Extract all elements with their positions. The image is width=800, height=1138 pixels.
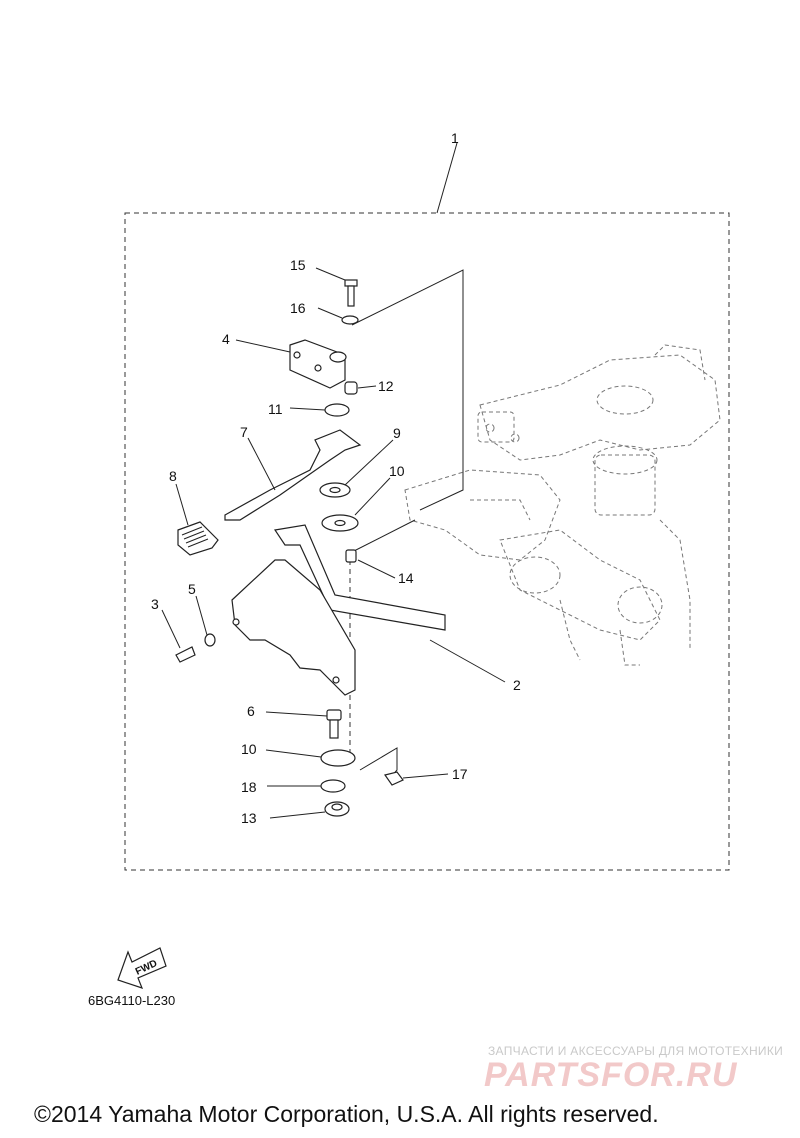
callout-6: 6 — [247, 703, 255, 719]
routing-lines — [349, 142, 464, 779]
callout-8: 8 — [169, 468, 177, 484]
bracket-part-4 — [289, 339, 347, 389]
callout-2: 2 — [513, 677, 521, 693]
pad-part-8 — [177, 521, 219, 556]
fwd-arrow-icon: FWD — [117, 947, 167, 989]
assembly-boundary — [124, 212, 730, 871]
callout-10-upper: 10 — [389, 463, 405, 479]
callout-17: 17 — [452, 766, 468, 782]
callout-labels: 1 2 3 4 5 6 7 8 9 10 10 11 12 13 14 15 1… — [151, 130, 521, 826]
callout-7: 7 — [240, 424, 248, 440]
drawing-code: 6BG4110-L230 — [88, 993, 176, 1008]
callout-11: 11 — [268, 401, 283, 417]
callout-9: 9 — [393, 425, 401, 441]
callout-15: 15 — [290, 257, 306, 273]
callout-14: 14 — [398, 570, 414, 586]
hardware — [175, 279, 404, 817]
callout-16: 16 — [290, 300, 306, 316]
copyright-notice: ©2014 Yamaha Motor Corporation, U.S.A. A… — [34, 1101, 659, 1127]
leader-lines — [161, 267, 506, 819]
watermark-logo: PARTSFOR.RU — [484, 1056, 738, 1094]
callout-18: 18 — [241, 779, 257, 795]
callout-5: 5 — [188, 581, 196, 597]
callout-3: 3 — [151, 596, 159, 612]
engine-outline — [404, 344, 721, 666]
callout-1: 1 — [451, 130, 459, 146]
main-plate — [231, 524, 446, 696]
callout-10-lower: 10 — [241, 741, 257, 757]
callout-12: 12 — [378, 378, 394, 394]
callout-4: 4 — [222, 331, 230, 347]
lever-part-7 — [224, 429, 362, 521]
watermark-tagline: ЗАПЧАСТИ И АКСЕССУАРЫ ДЛЯ МОТОТЕХНИКИ — [488, 1044, 784, 1058]
callout-13: 13 — [241, 810, 257, 826]
